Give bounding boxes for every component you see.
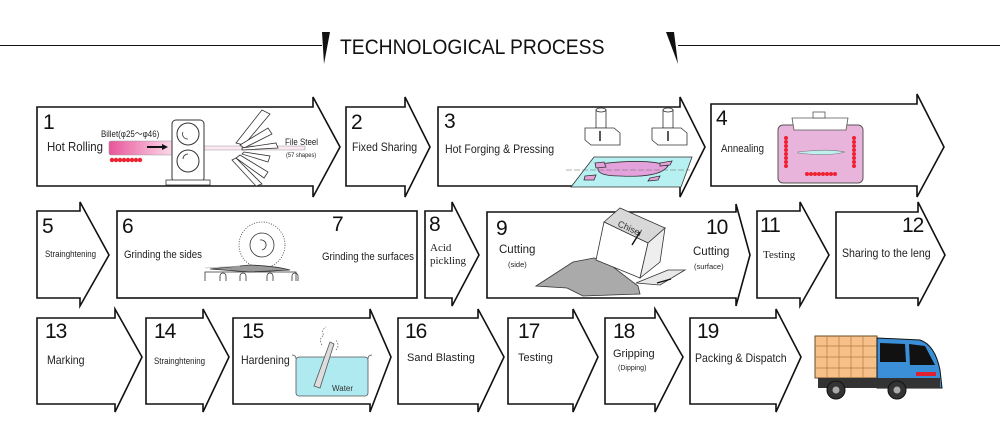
step-label-14: Strainghtening bbox=[154, 356, 206, 366]
step-number-14: 14 bbox=[154, 320, 176, 343]
step-number-10: 10 bbox=[706, 216, 728, 239]
grinding-wheel-icon bbox=[204, 221, 299, 281]
step-number-6: 6 bbox=[122, 215, 134, 238]
step-number-2: 2 bbox=[351, 111, 363, 134]
step-number-5: 5 bbox=[42, 215, 54, 238]
step-label-2: Fixed Sharing bbox=[352, 140, 418, 154]
step-label-19: Packing & Dispatch bbox=[695, 351, 787, 365]
step-label-1: Hot Rolling bbox=[47, 139, 103, 154]
page-title: TECHNOLOGICAL PROCESS bbox=[340, 36, 605, 59]
step-number-13: 13 bbox=[45, 320, 67, 343]
forging-press-icon bbox=[566, 107, 693, 188]
step-number-11: 11 bbox=[760, 214, 781, 237]
step-label-16: Sand Blasting bbox=[407, 352, 475, 364]
file-steel-note: File Steel bbox=[285, 137, 319, 147]
step-sub-9: (side) bbox=[508, 260, 527, 269]
step-label-8-line1: Acid bbox=[430, 242, 452, 254]
step-arrow-12 bbox=[835, 201, 946, 307]
step-label-13: Marking bbox=[47, 353, 85, 367]
delivery-truck-icon bbox=[814, 335, 943, 400]
step-number-8: 8 bbox=[429, 213, 441, 236]
step-number-7: 7 bbox=[332, 213, 344, 236]
step-label-18: Gripping bbox=[613, 348, 655, 360]
step-number-16: 16 bbox=[405, 320, 427, 343]
rolling-mill-icon bbox=[108, 109, 306, 187]
step-label-6: Grinding the sides bbox=[124, 249, 203, 261]
title-flag-right bbox=[666, 32, 678, 64]
step-sub-10: (surface) bbox=[694, 262, 724, 271]
step-label-3: Hot Forging & Pressing bbox=[445, 142, 555, 156]
step-arrow-17 bbox=[507, 308, 599, 413]
step-arrow-13 bbox=[36, 305, 143, 413]
water-label: Water bbox=[332, 384, 353, 393]
water-bath-icon bbox=[291, 326, 373, 397]
step-arrow-19 bbox=[689, 308, 802, 413]
step-number-9: 9 bbox=[496, 217, 508, 240]
step-label-12: Sharing to the leng bbox=[842, 246, 931, 260]
step-number-17: 17 bbox=[518, 320, 540, 343]
step-arrow-18 bbox=[604, 306, 684, 413]
step-arrow-14 bbox=[145, 308, 230, 413]
chisel-icon bbox=[534, 207, 687, 297]
step-arrow-16 bbox=[397, 308, 505, 413]
step-number-3: 3 bbox=[444, 110, 456, 133]
title-flag-left bbox=[322, 32, 330, 64]
step-label-4: Annealing bbox=[721, 143, 765, 155]
step-sub-18: (Dipping) bbox=[618, 365, 647, 372]
step-label-9: Cutting bbox=[499, 244, 536, 256]
step-number-18: 18 bbox=[613, 320, 635, 343]
step-arrow-8 bbox=[424, 201, 480, 307]
header-rule-left bbox=[0, 45, 322, 46]
step-number-19: 19 bbox=[697, 320, 719, 343]
step-label-17: Testing bbox=[518, 352, 553, 364]
step-label-8: Acid pickling bbox=[430, 242, 466, 268]
shapes-note: (57 shapes) bbox=[286, 152, 317, 159]
step-arrow-11 bbox=[756, 201, 830, 310]
step-number-12: 12 bbox=[902, 214, 924, 237]
step-number-4: 4 bbox=[716, 107, 728, 130]
step-label-11: Testing bbox=[763, 249, 796, 261]
step-label-5: Strainghtening bbox=[45, 249, 97, 259]
step-label-15: Hardening bbox=[241, 353, 290, 367]
billet-note: Billet(φ25〜φ46) bbox=[101, 129, 160, 139]
step-label-10: Cutting bbox=[693, 246, 730, 258]
step-number-1: 1 bbox=[43, 111, 55, 134]
step-arrow-5 bbox=[36, 201, 110, 310]
step-label-8-line2: pickling bbox=[430, 255, 467, 267]
annealing-furnace-icon bbox=[777, 111, 864, 184]
step-arrow-2 bbox=[345, 96, 431, 198]
step-number-15: 15 bbox=[242, 320, 264, 343]
step-label-7: Grinding the surfaces bbox=[322, 251, 415, 263]
header-rule-right bbox=[678, 45, 1000, 46]
